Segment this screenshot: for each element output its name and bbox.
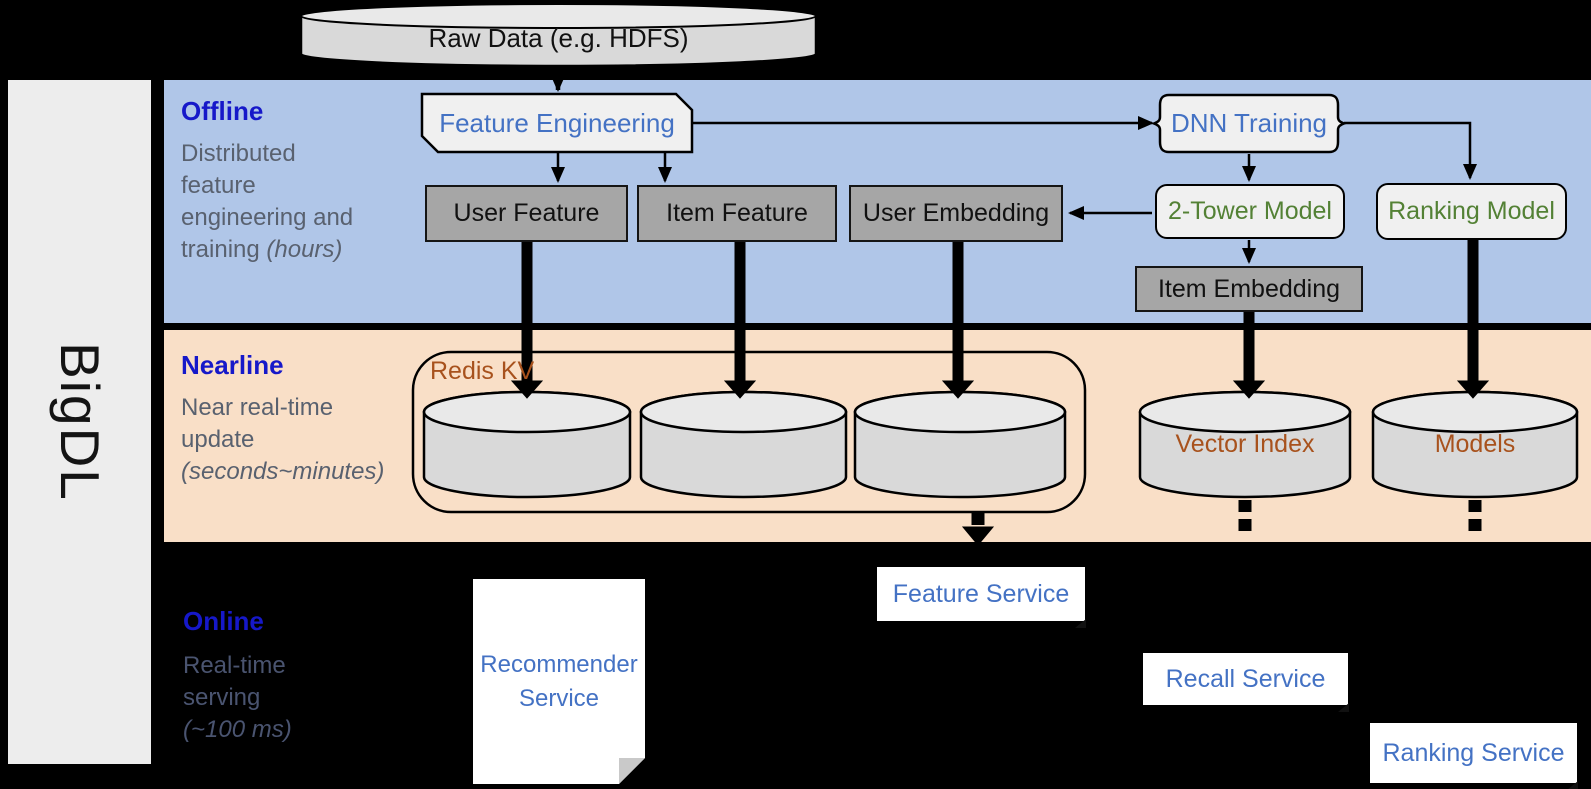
online-desc-line2: serving xyxy=(183,684,261,711)
item-embedding-box: Item Embedding xyxy=(1135,266,1363,312)
recommender-service-doc: Recommender Service xyxy=(473,579,645,784)
dnn-training-shape xyxy=(1150,93,1348,154)
item-feature-box: Item Feature xyxy=(637,185,837,242)
thin-arrows xyxy=(551,66,1477,264)
arrowhead-itemfeature xyxy=(723,380,757,399)
user-feature-box: User Feature xyxy=(425,185,628,242)
redis-kv-label: Redis KV xyxy=(430,357,535,385)
nearline-desc-line3: (seconds~minutes) xyxy=(181,458,385,485)
arrowhead-itemembedding xyxy=(1232,380,1266,399)
nearline-desc-line1: Near real-time xyxy=(181,394,334,421)
sidebar: BigDL xyxy=(8,80,151,764)
arrow-dnn-to-rankingmodel xyxy=(1344,121,1477,180)
models-cylinder xyxy=(1371,390,1579,499)
user-embedding-box: User Embedding xyxy=(849,185,1063,242)
feature-service-box: Feature Service xyxy=(877,567,1086,628)
offline-desc-line4: training (hours) xyxy=(181,234,353,266)
arrowhead-rankingmodel xyxy=(1456,380,1490,399)
arrowhead-kv-to-featureservice xyxy=(961,526,995,546)
offline-desc-line2: feature xyxy=(181,172,256,199)
offline-desc-line4-italic: (hours) xyxy=(266,236,343,263)
raw-data-cylinder xyxy=(299,2,818,68)
feature-engineering-label: Feature Engineering xyxy=(439,107,675,138)
dnn-training-label: DNN Training xyxy=(1170,108,1328,138)
vector-index-label: Vector Index xyxy=(1175,429,1315,458)
offline-desc-line1: Distributed xyxy=(181,140,296,167)
arrowhead-userembedding xyxy=(941,380,975,399)
feature-engineering-shape xyxy=(420,92,694,154)
offline-desc-line4-normal: training xyxy=(181,236,267,263)
dashed-connectors xyxy=(961,500,1482,546)
vector-index-cylinder xyxy=(1138,390,1352,499)
kv-cylinder-3 xyxy=(853,390,1067,499)
offline-description: Distributed feature engineering and trai… xyxy=(181,138,353,266)
ranking-service-box: Ranking Service xyxy=(1370,723,1578,789)
ranking-model-box: Ranking Model xyxy=(1376,183,1567,240)
nearline-desc-line2: update xyxy=(181,426,255,453)
online-title: Online xyxy=(183,606,264,636)
raw-data-label: Raw Data (e.g. HDFS) xyxy=(428,22,689,53)
kv-cylinder-2 xyxy=(639,390,848,499)
online-description: Real-time serving (~100 ms) xyxy=(183,650,292,746)
online-desc-line1: Real-time xyxy=(183,652,286,679)
offline-desc-line3: engineering and xyxy=(181,204,354,231)
models-label: Models xyxy=(1434,429,1516,458)
nearline-description: Near real-time update (seconds~minutes) xyxy=(181,392,384,488)
arrowhead-userfeature xyxy=(510,380,544,399)
online-desc-line3: (~100 ms) xyxy=(183,716,292,743)
recall-service-box: Recall Service xyxy=(1143,653,1349,712)
kv-cylinder-1 xyxy=(422,390,632,499)
thick-arrows xyxy=(510,238,1490,399)
nearline-title: Nearline xyxy=(181,350,284,380)
offline-title: Offline xyxy=(181,96,264,126)
redis-kv-container xyxy=(411,350,1087,514)
two-tower-model-box: 2-Tower Model xyxy=(1155,184,1345,239)
